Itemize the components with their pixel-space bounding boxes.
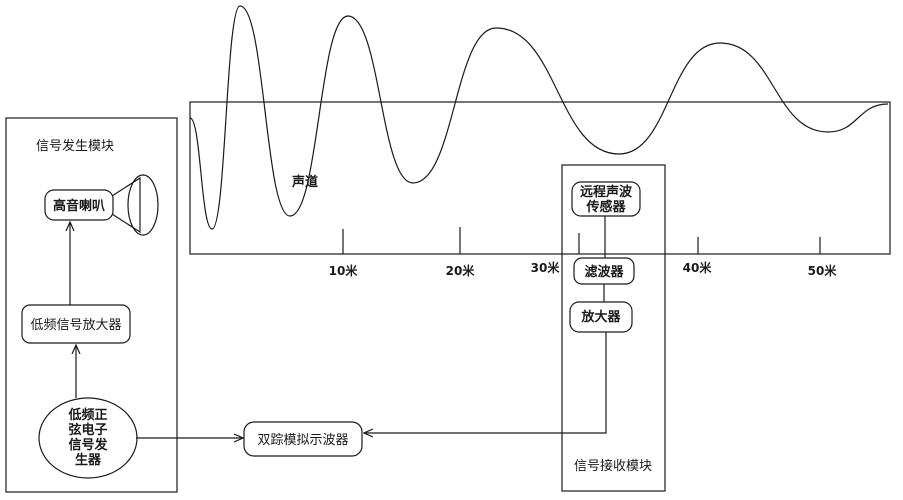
tick-label-40: 40米 bbox=[683, 260, 713, 275]
speaker-horn-icon bbox=[111, 174, 159, 236]
tick-label-20: 20米 bbox=[446, 263, 476, 278]
distance-ticks bbox=[342, 227, 821, 254]
receiver-amplifier-box bbox=[569, 301, 633, 333]
tick-label-10: 10米 bbox=[329, 263, 359, 278]
signal-generator-line-1: 低频正 bbox=[67, 407, 107, 423]
filter-label: 滤波器 bbox=[584, 264, 624, 280]
speaker-box bbox=[44, 189, 114, 221]
generator-module-title: 信号发生模块 bbox=[36, 138, 114, 154]
receiver-amplifier-label: 放大器 bbox=[580, 309, 621, 325]
oscilloscope-box bbox=[243, 421, 363, 457]
tick-label-50: 50米 bbox=[808, 263, 838, 278]
tick-label-30: 30米 bbox=[531, 260, 561, 275]
signal-generator-line-2: 弦电子 bbox=[68, 422, 107, 438]
generator-module-frame bbox=[5, 117, 178, 493]
sensor-label-line-2: 传感器 bbox=[585, 199, 626, 215]
signal-generator-line-4: 生器 bbox=[75, 452, 102, 468]
receiver-module-frame bbox=[561, 164, 666, 492]
sound-wave bbox=[189, 5, 889, 230]
lf-amplifier-label: 低频信号放大器 bbox=[30, 318, 121, 333]
sound-channel-frame bbox=[189, 101, 891, 255]
speaker-label: 高音喇叭 bbox=[53, 198, 105, 214]
sensor-label-line-1: 远程声波 bbox=[580, 184, 633, 200]
lf-amplifier-box bbox=[21, 304, 131, 344]
sensor-box bbox=[571, 181, 641, 217]
oscilloscope-label: 双踪模拟示波器 bbox=[257, 433, 348, 448]
signal-generator-line-3: 信号发 bbox=[68, 437, 108, 453]
receiver-module-title: 信号接收模块 bbox=[574, 458, 652, 474]
arrow-receiver-to-oscilloscope bbox=[364, 332, 607, 433]
channel-label: 声道 bbox=[291, 174, 318, 190]
